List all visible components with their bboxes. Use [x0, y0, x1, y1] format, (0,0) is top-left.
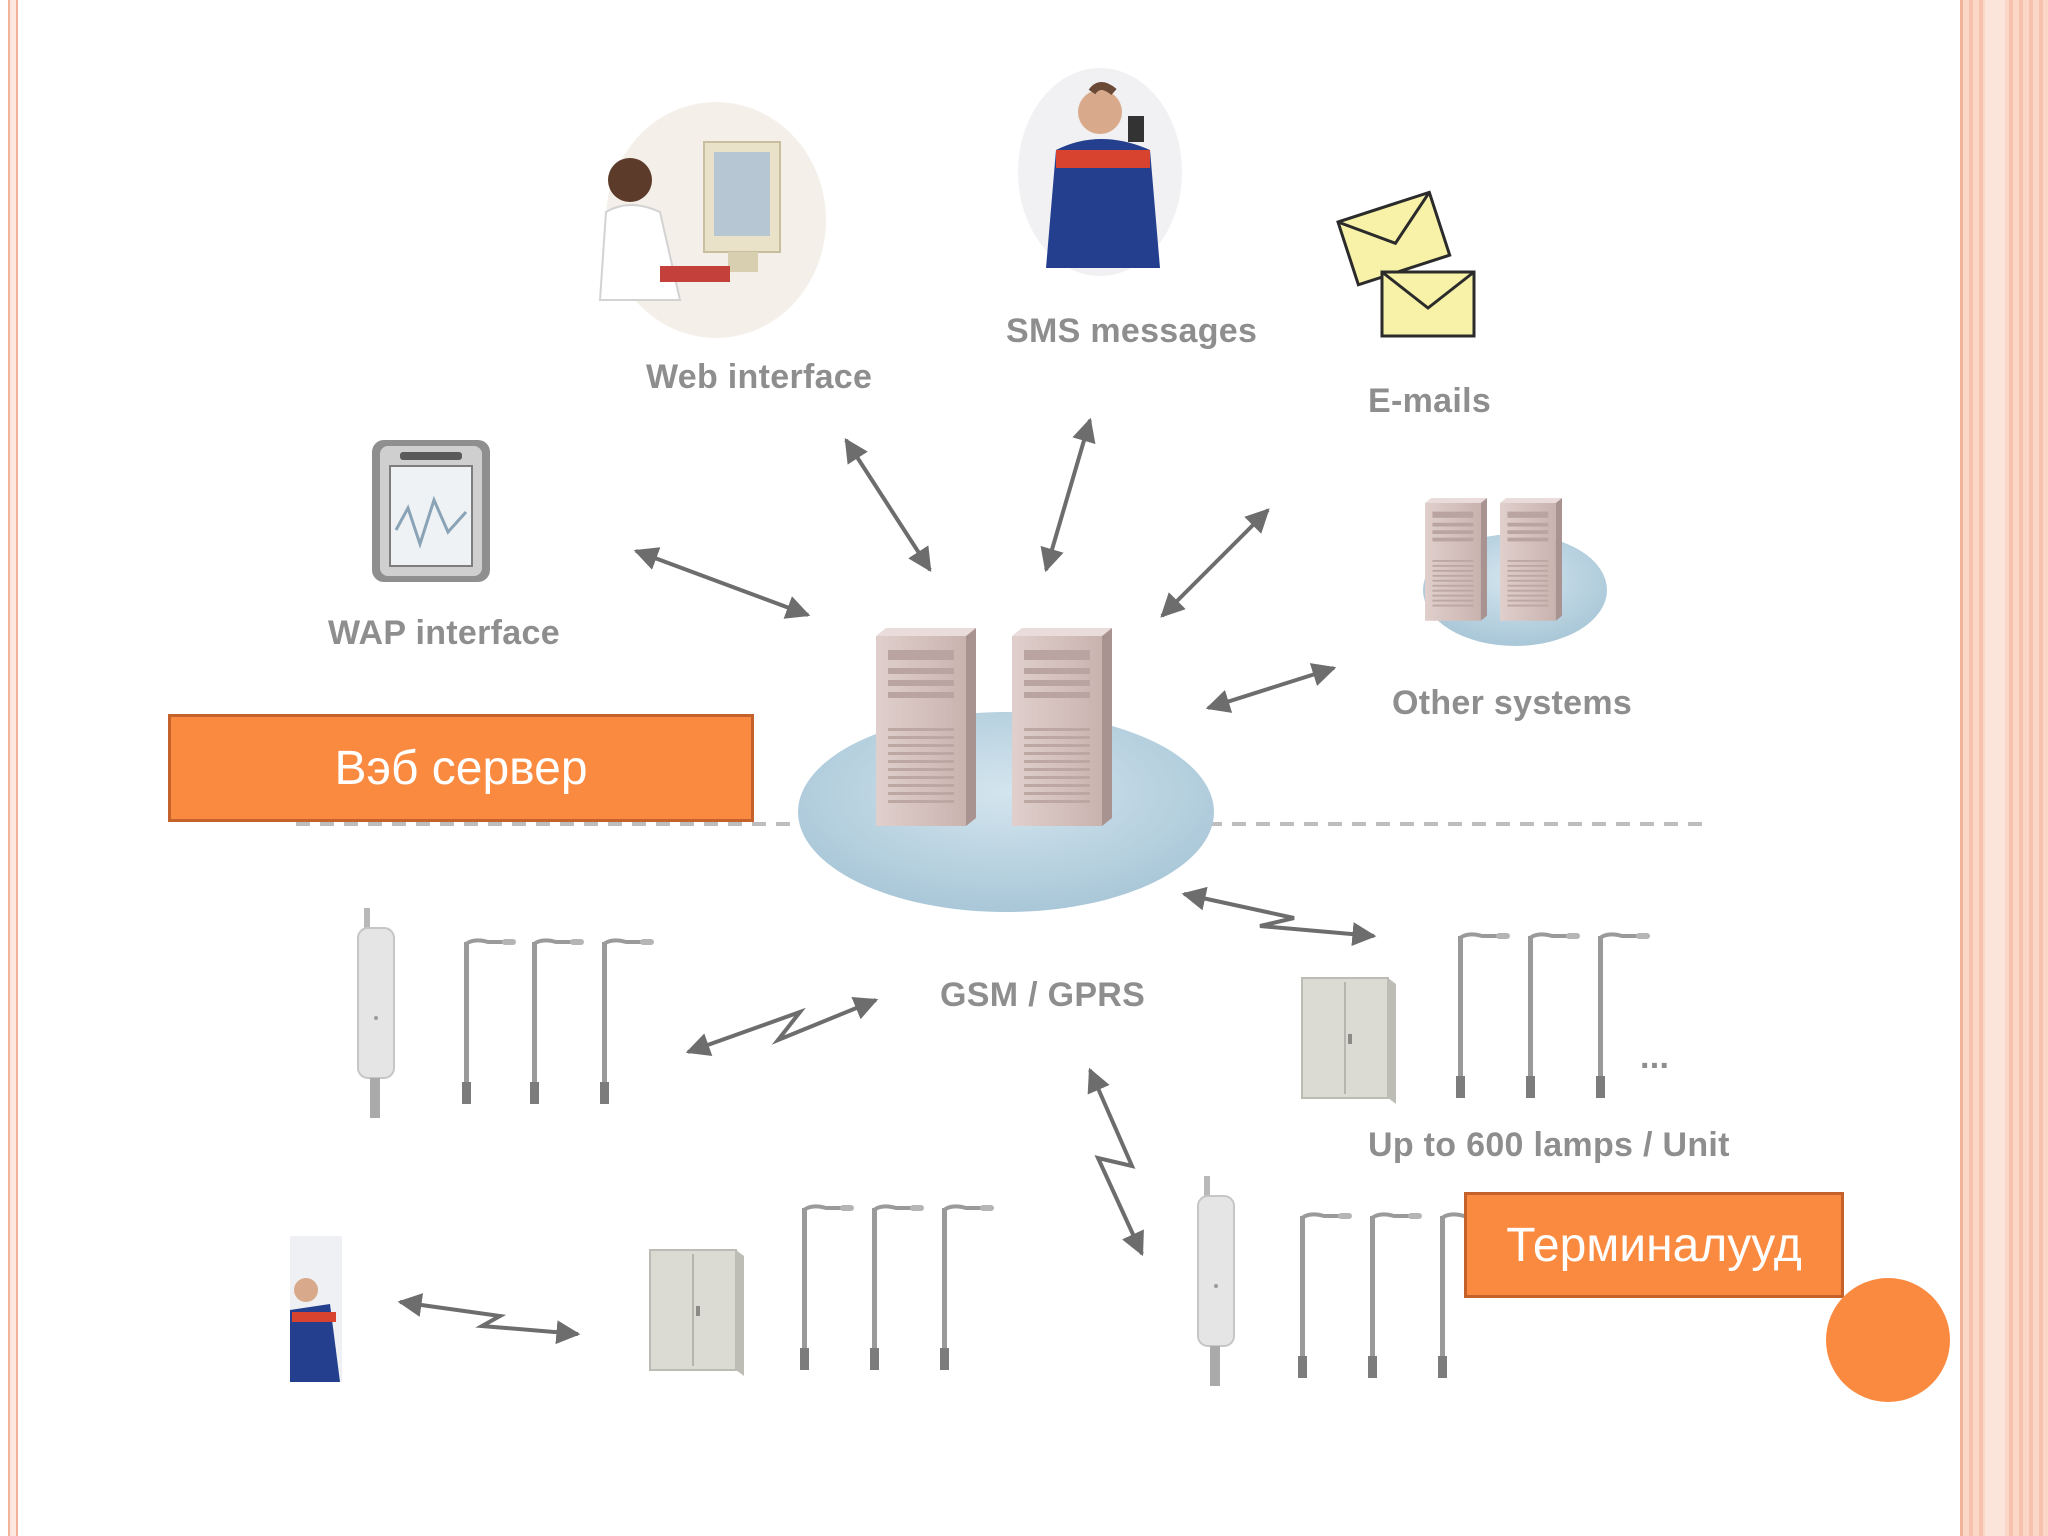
wireless-links	[397, 886, 1377, 1345]
sms-messages-label: SMS messages	[1006, 312, 1258, 350]
server-icon	[1425, 498, 1487, 621]
street-lamp-icon	[798, 1203, 856, 1372]
gsm-modem-icon	[357, 907, 395, 1119]
web-server-callout: Вэб сервер	[168, 714, 754, 822]
street-lamp-icon	[598, 937, 656, 1106]
gsm-link-down	[1087, 1067, 1144, 1257]
web-server-callout-text: Вэб сервер	[334, 741, 588, 795]
street-lamp-icon	[868, 1203, 926, 1372]
gsm-modem-icon	[1197, 1175, 1235, 1387]
street-lamp-icon	[1366, 1211, 1424, 1380]
terminal-group-left	[357, 907, 656, 1119]
web-interface-label: Web interface	[646, 358, 873, 396]
field-link	[397, 1293, 581, 1345]
server-platform	[798, 712, 1214, 912]
decorative-orange-circle	[1826, 1278, 1950, 1402]
street-lamp-icon	[528, 937, 586, 1106]
street-lamp-icon	[1296, 1211, 1354, 1380]
other-systems-cluster	[1423, 498, 1607, 646]
street-lamp-icon	[1454, 931, 1512, 1100]
terminal-group-bottom-right	[1197, 1175, 1494, 1387]
slide-frame-right-inner	[1985, 0, 2005, 1536]
wap-interface-label: WAP interface	[328, 614, 560, 652]
person-at-computer-icon	[598, 102, 826, 338]
terminal-group-bottom	[290, 1203, 996, 1382]
street-lamp-icon	[1524, 931, 1582, 1100]
gsm-link-right	[1181, 886, 1377, 947]
person-with-phone-icon	[290, 1236, 342, 1382]
server-icon	[1012, 628, 1112, 826]
lamps-per-unit-label: Up to 600 lamps / Unit	[1368, 1126, 1730, 1164]
control-cabinet-icon	[649, 1249, 745, 1377]
street-lamp-icon	[460, 937, 518, 1106]
street-lamp-icon	[938, 1203, 996, 1372]
envelope-icon	[1336, 190, 1476, 338]
other-systems-arrow	[1205, 663, 1337, 713]
other-systems-label: Other systems	[1392, 684, 1633, 722]
pda-icon	[372, 440, 490, 582]
connection-arrows	[633, 417, 1337, 713]
more-lamps-ellipsis: ...	[1640, 1038, 1670, 1076]
emails-label: E-mails	[1368, 382, 1492, 420]
web-arrow	[844, 437, 932, 573]
server-icon	[876, 628, 976, 826]
terminals-callout: Терминалууд	[1464, 1192, 1844, 1298]
control-cabinet-icon	[1301, 977, 1397, 1105]
terminals-callout-text: Терминалууд	[1506, 1218, 1802, 1272]
terminal-group-right	[1301, 931, 1652, 1105]
sms-arrow	[1040, 417, 1096, 573]
person-with-phone-icon	[1018, 68, 1182, 276]
gsm-link-left	[685, 997, 879, 1057]
server-icon	[1500, 498, 1562, 621]
server-cluster	[798, 628, 1214, 912]
email-arrow	[1160, 508, 1270, 618]
wap-arrow	[633, 547, 811, 619]
slide-frame-left	[8, 0, 18, 1536]
gsm-gprs-label: GSM / GPRS	[940, 976, 1146, 1014]
